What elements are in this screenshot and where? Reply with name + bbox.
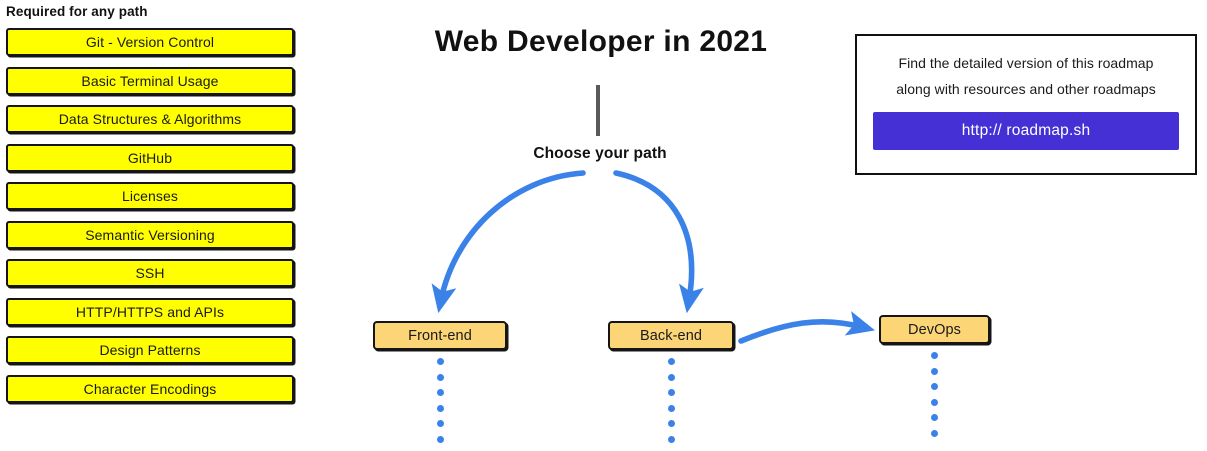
required-topic-licenses[interactable]: Licenses	[6, 182, 294, 210]
info-card-line-2: along with resources and other roadmaps	[896, 81, 1156, 97]
required-topic-ssh[interactable]: SSH	[6, 259, 294, 287]
required-topic-list: Git - Version Control Basic Terminal Usa…	[6, 28, 294, 413]
required-topic-label: Semantic Versioning	[85, 226, 215, 243]
required-topic-label: Git - Version Control	[85, 34, 215, 50]
required-topic-label: Basic Terminal Usage	[81, 72, 219, 89]
dotted-path-backend	[668, 358, 675, 451]
dotted-path-frontend	[437, 358, 444, 451]
required-topic-character-encodings[interactable]: Character Encodings	[6, 374, 294, 403]
required-topic-label: Data Structures & Algorithms	[58, 111, 242, 127]
dotted-path-devops	[931, 352, 938, 445]
required-topic-label: Design Patterns	[99, 342, 201, 358]
connector-backend-to-devops	[738, 311, 876, 344]
roadmap-info-card: Find the detailed version of this roadma…	[855, 34, 1197, 175]
required-topic-github[interactable]: GitHub	[6, 143, 294, 172]
info-card-line-1: Find the detailed version of this roadma…	[898, 55, 1154, 71]
node-label: DevOps	[908, 321, 961, 338]
choose-your-path-label: Choose your path	[533, 145, 667, 162]
required-topic-label: Character Encodings	[83, 380, 217, 397]
required-topic-data-structures[interactable]: Data Structures & Algorithms	[6, 105, 294, 133]
connector-to-frontend	[431, 170, 586, 314]
required-topic-label: SSH	[135, 265, 165, 281]
page-title: Web Developer in 2021	[434, 25, 768, 58]
node-front-end[interactable]: Front-end	[373, 321, 507, 350]
required-for-any-path-section: Required for any path Git - Version Cont…	[4, 0, 304, 403]
required-topic-terminal[interactable]: Basic Terminal Usage	[6, 66, 294, 95]
required-topic-label: Licenses	[121, 188, 179, 204]
required-topic-git[interactable]: Git - Version Control	[6, 28, 294, 56]
node-label: Back-end	[639, 327, 703, 344]
connector-to-backend	[613, 170, 704, 314]
required-topic-semantic-versioning[interactable]: Semantic Versioning	[6, 220, 294, 249]
node-devops[interactable]: DevOps	[879, 315, 990, 344]
title-stem-connector	[596, 85, 600, 136]
node-label: Front-end	[408, 327, 472, 344]
required-section-heading: Required for any path	[6, 4, 148, 19]
required-topic-design-patterns[interactable]: Design Patterns	[6, 336, 294, 364]
required-topic-http-apis[interactable]: HTTP/HTTPS and APIs	[6, 297, 294, 326]
roadmap-link-button[interactable]: http:// roadmap.sh	[873, 112, 1179, 150]
roadmap-canvas: Required for any path Git - Version Cont…	[4, 0, 1197, 443]
required-topic-label: HTTP/HTTPS and APIs	[75, 303, 225, 320]
required-topic-label: GitHub	[127, 149, 173, 166]
node-back-end[interactable]: Back-end	[608, 321, 734, 350]
